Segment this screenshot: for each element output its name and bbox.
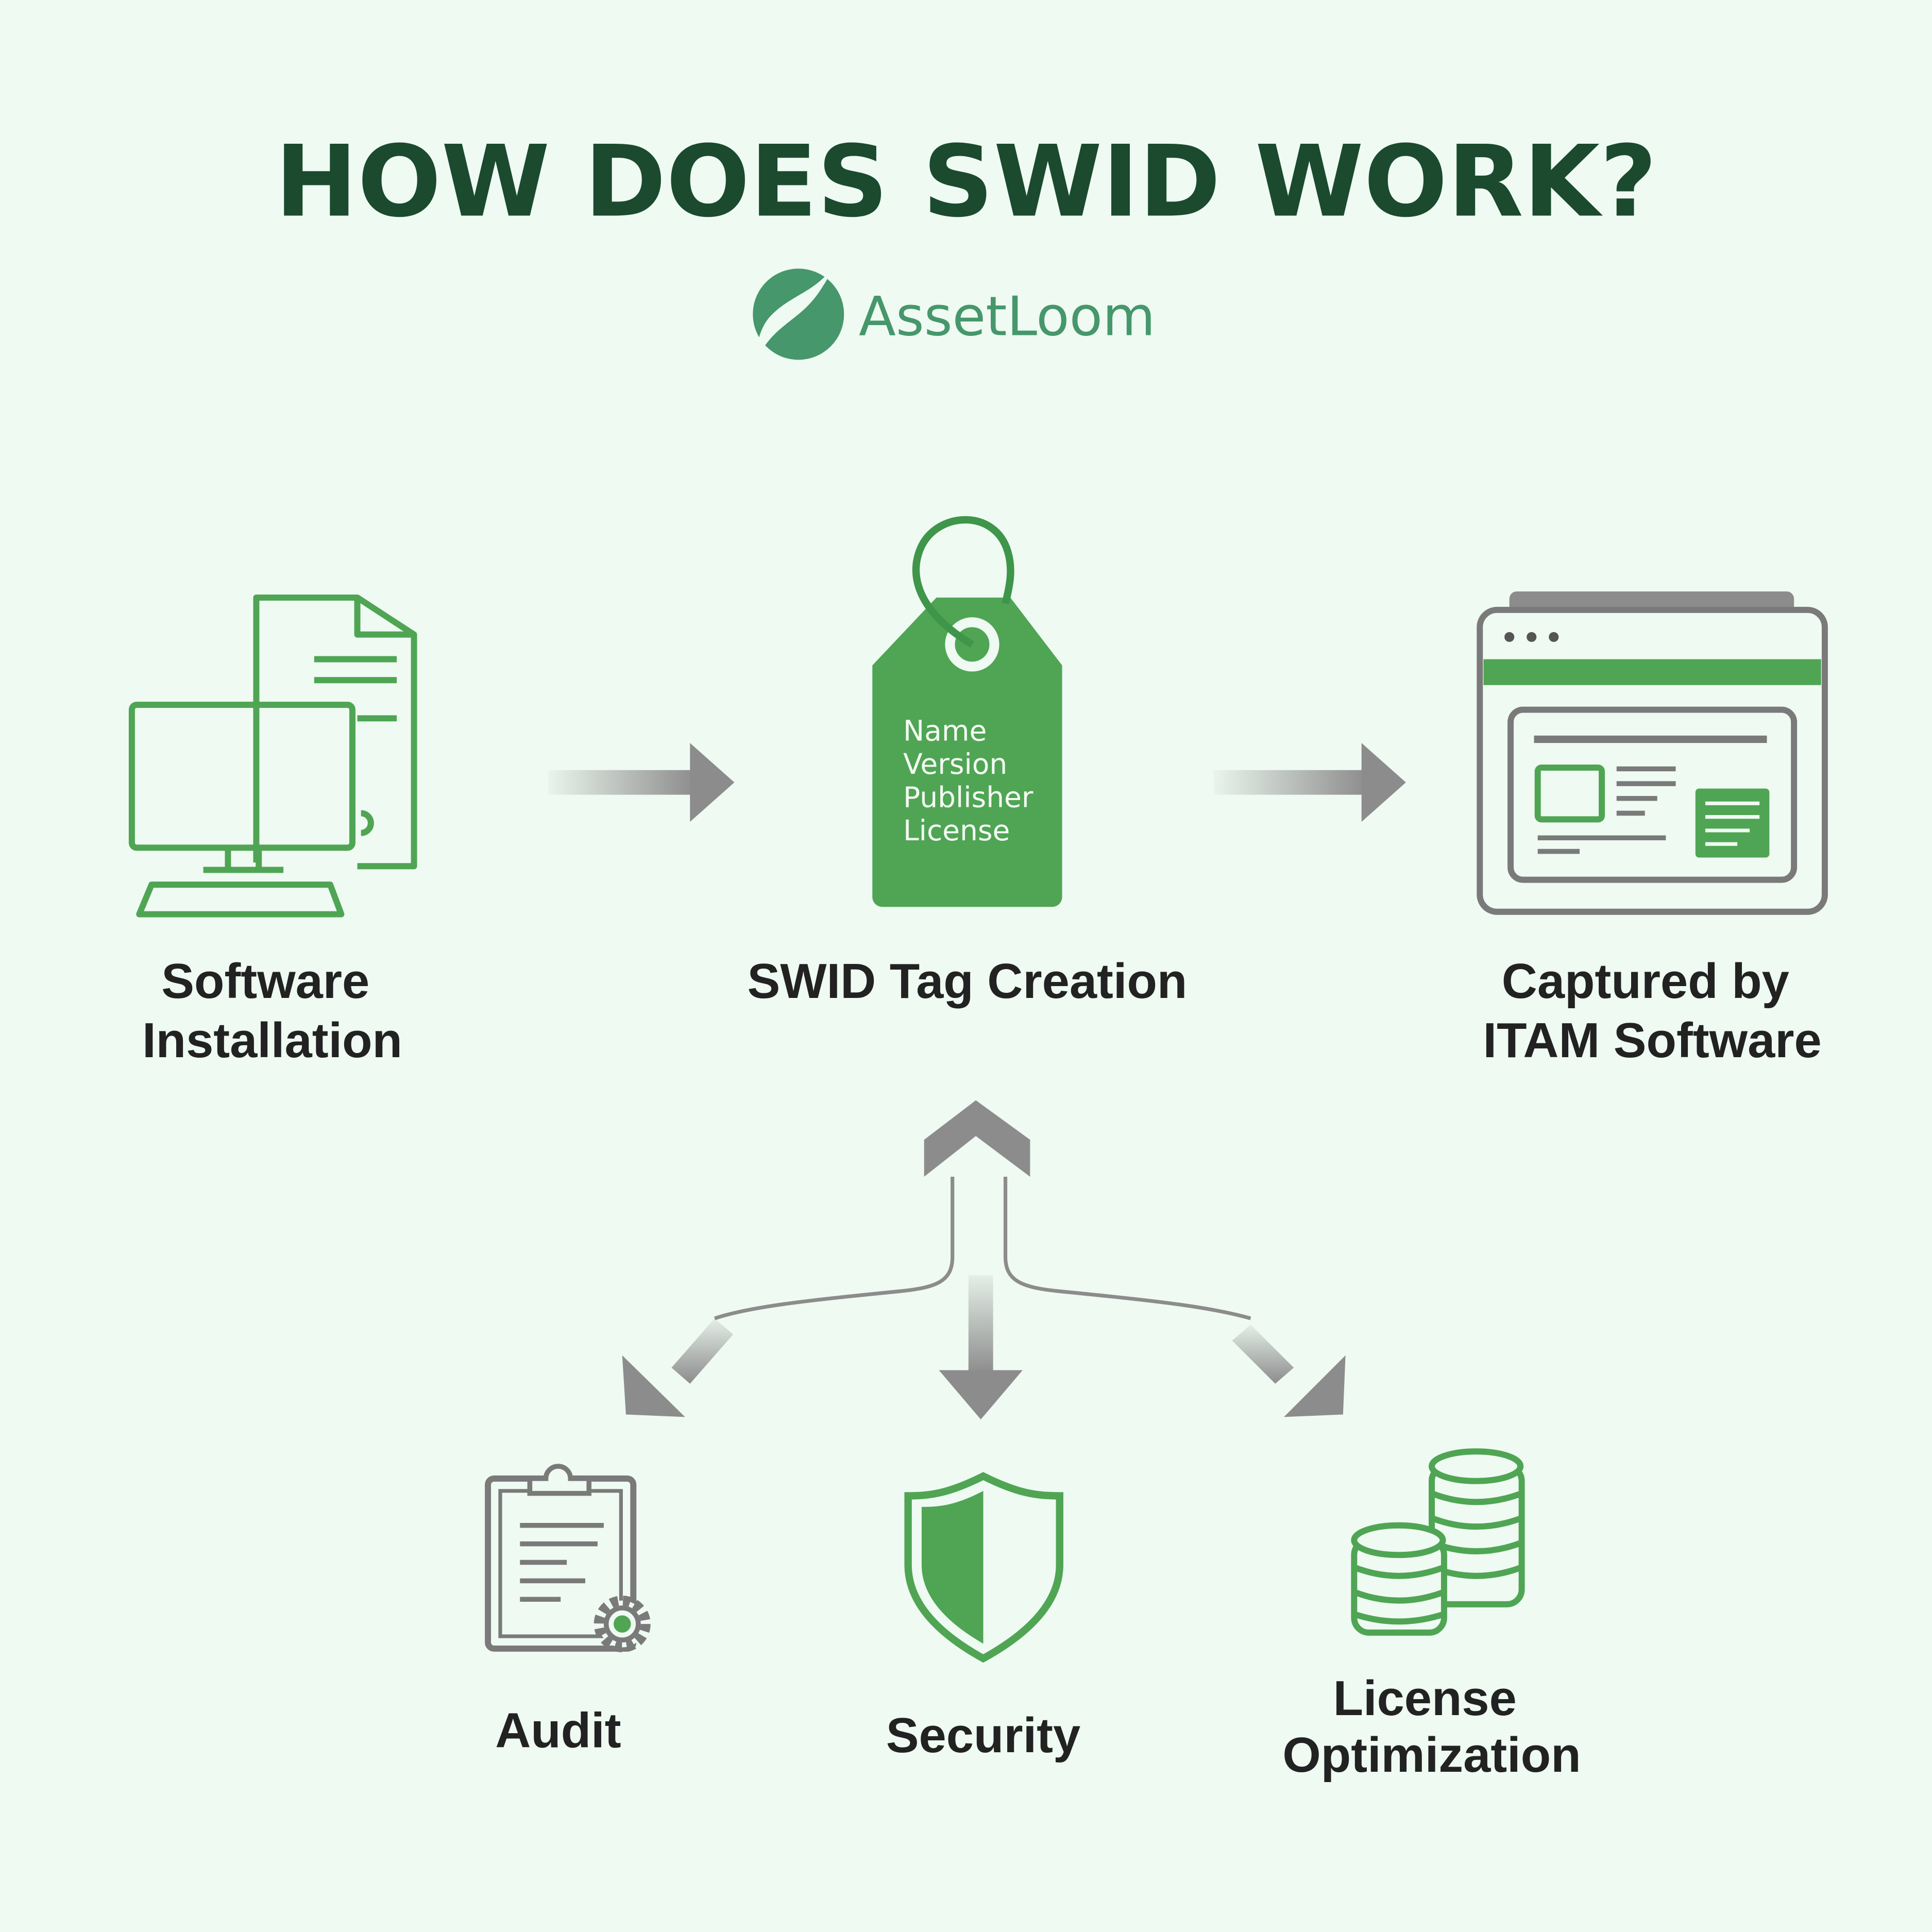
step-label-captured-by-itam: Captured by ITAM Software <box>1483 954 1822 1068</box>
outcome-label-security: Security <box>886 1708 1080 1763</box>
outcome-label-license-optimization: License Optimization <box>1282 1671 1581 1783</box>
computer-icon <box>128 594 417 918</box>
browser-window-icon <box>1477 591 1828 915</box>
label-line: Installation <box>142 1013 402 1068</box>
page-title: HOW DOES SWID WORK? <box>275 125 1657 240</box>
label-line: License <box>1333 1671 1517 1726</box>
label-line: ITAM Software <box>1483 1013 1822 1068</box>
chevron-up-icon <box>924 1100 1030 1177</box>
step-label-software-installation: Software Installation <box>142 954 402 1068</box>
arrow-down-icon <box>939 1275 1023 1420</box>
outcome-label-audit: Audit <box>495 1703 621 1758</box>
brand-name: AssetLoom <box>859 285 1156 348</box>
label-line: Captured by <box>1502 954 1789 1009</box>
coins-icon <box>1351 1448 1525 1636</box>
arrow-down-right-icon <box>1232 1324 1346 1417</box>
tag-field-version: Version <box>903 748 1007 781</box>
tag-field-name: Name <box>903 714 987 747</box>
arrow-right-icon <box>1213 743 1406 822</box>
leaf-logo-icon <box>753 268 844 360</box>
tag-icon: Name Version Publisher License <box>872 516 1062 907</box>
clipboard-gear-icon <box>485 1464 651 1653</box>
tag-field-publisher: Publisher <box>903 781 1033 814</box>
shield-icon <box>904 1472 1063 1663</box>
branch-arrows <box>622 1100 1346 1420</box>
tag-field-license: License <box>903 814 1010 847</box>
step-label-swid-tag-creation: SWID Tag Creation <box>747 954 1187 1009</box>
label-line: Optimization <box>1282 1727 1581 1783</box>
label-line: Software <box>161 954 369 1009</box>
arrow-right-icon <box>548 743 735 822</box>
brand-logo: AssetLoom <box>753 268 1156 360</box>
